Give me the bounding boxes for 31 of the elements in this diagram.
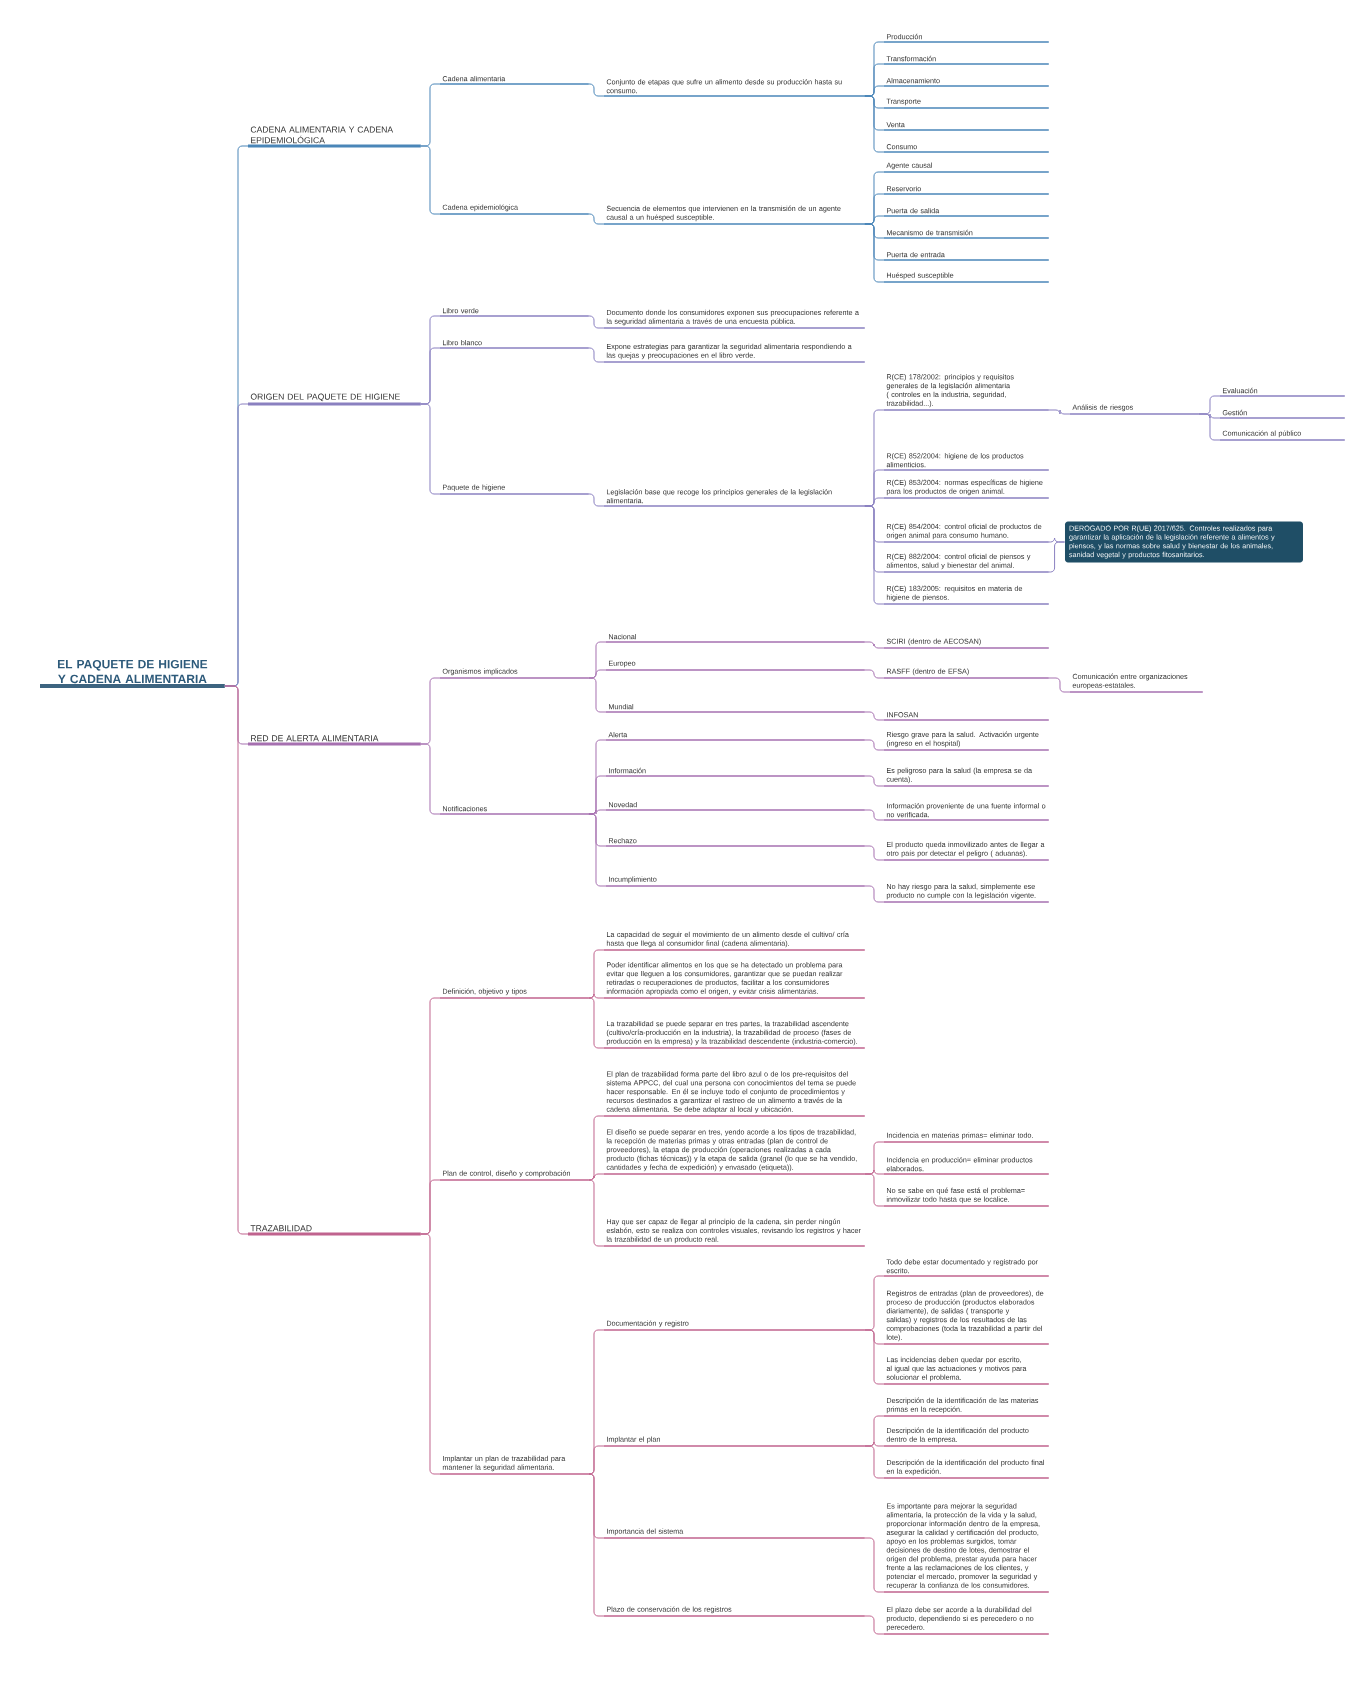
connector bbox=[864, 775, 885, 787]
connector bbox=[1048, 541, 1066, 573]
connector bbox=[864, 641, 885, 649]
connector bbox=[864, 739, 885, 751]
connector bbox=[588, 1173, 605, 1181]
connector bbox=[864, 1445, 885, 1479]
connector bbox=[1198, 413, 1221, 441]
connector bbox=[864, 1329, 885, 1385]
connector bbox=[588, 493, 605, 507]
connector bbox=[864, 505, 885, 605]
connector bbox=[588, 813, 607, 887]
connector bbox=[1048, 677, 1071, 693]
connector bbox=[588, 677, 607, 713]
connector bbox=[1048, 409, 1071, 415]
connector bbox=[864, 1615, 885, 1635]
connector bbox=[588, 669, 607, 679]
connector bbox=[864, 223, 885, 283]
connector bbox=[864, 711, 885, 721]
connector bbox=[588, 315, 605, 329]
connector bbox=[588, 213, 605, 225]
connector bbox=[864, 845, 885, 861]
connector bbox=[864, 1173, 885, 1207]
connector bbox=[864, 95, 885, 153]
connector bbox=[864, 669, 885, 679]
connector bbox=[864, 885, 885, 903]
connector bbox=[588, 347, 605, 363]
connector bbox=[588, 993, 605, 999]
connector bbox=[588, 809, 607, 815]
connector bbox=[864, 809, 885, 821]
connector bbox=[588, 83, 605, 97]
connector bbox=[588, 1445, 605, 1475]
